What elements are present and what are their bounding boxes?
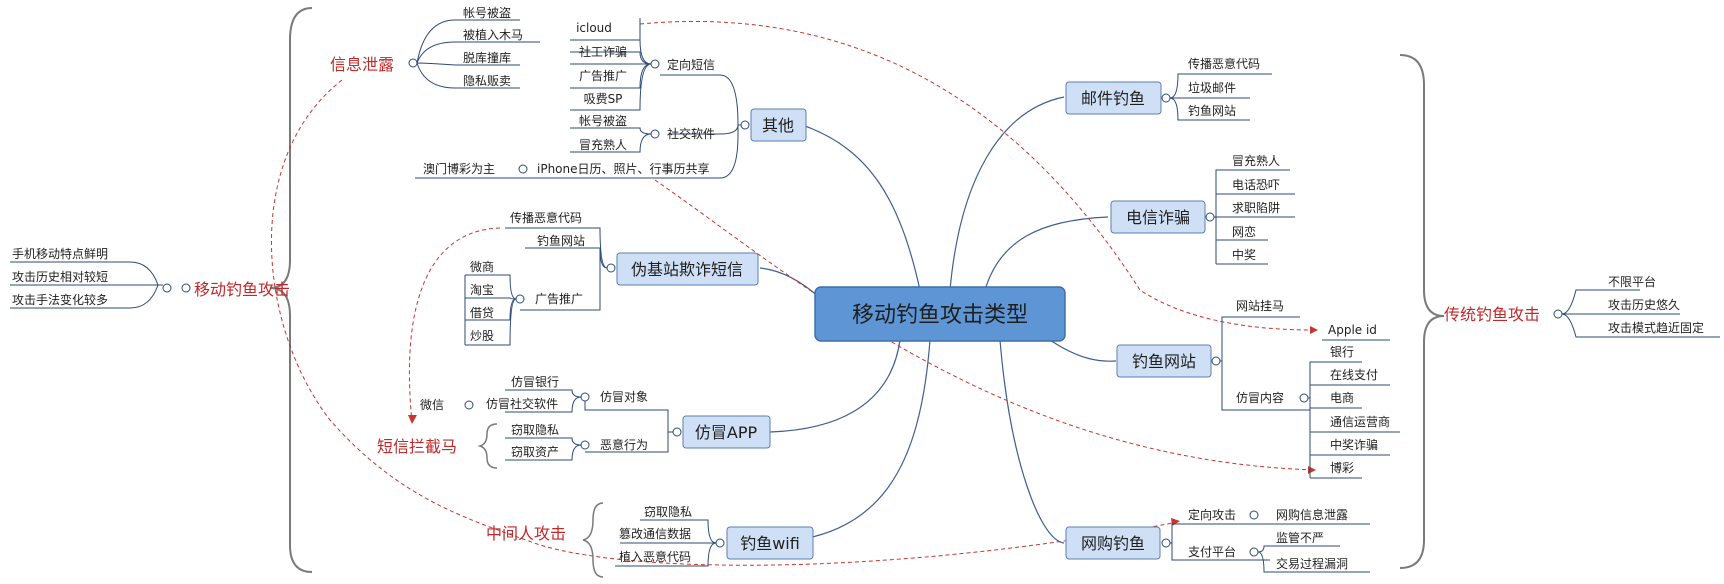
phish-fake-bank: 银行: [1330, 345, 1354, 359]
phish-site-label: 钓鱼网站: [1132, 352, 1196, 371]
telecom-group: 电信诈骗 冒充熟人 电话恐吓 求职陷阱 网恋 中奖: [1110, 153, 1295, 265]
telecom-node[interactable]: [1110, 200, 1206, 234]
wifi-label: 钓鱼wifi: [740, 534, 800, 553]
phish-fake-telecom: 通信运营商: [1330, 414, 1390, 429]
fake-target-bank: 仿冒银行: [511, 375, 559, 389]
email-node[interactable]: [1065, 81, 1162, 115]
sms-item-social-fraud: 社工诈骗: [579, 44, 627, 59]
phish-apple-id: Apple id: [1328, 323, 1377, 337]
wifi-item-inject: 植入恶意代码: [619, 549, 691, 564]
fake-station-item-2: 钓鱼网站: [537, 234, 585, 248]
traditional-item-3: 攻击模式趋近固定: [1608, 320, 1704, 335]
shopping-node[interactable]: [1065, 526, 1161, 560]
telecom-label: 电信诈骗: [1126, 208, 1190, 227]
phish-fake-prize: 中奖诈骗: [1330, 437, 1378, 452]
shopping-pay-item-2: 交易过程漏洞: [1276, 556, 1348, 571]
phish-fake-ecom: 电商: [1330, 390, 1354, 405]
fake-station-group: 伪基站欺诈短信 传播恶意代码 钓鱼网站 广告推广 微商 淘宝 借贷 炒股: [464, 210, 759, 346]
left-brace: [269, 7, 313, 573]
fake-app-node[interactable]: [682, 415, 771, 449]
sms-item-sp: 吸费SP: [584, 92, 623, 106]
shopping-group: 网购钓鱼 定向攻击 网购信息泄露 支付平台 监管不严 交易过程漏洞: [1065, 507, 1370, 573]
traditional-label[interactable]: 传统钓鱼攻击: [1444, 305, 1540, 324]
mobile-feature-1: 手机移动特点鲜明: [12, 246, 108, 261]
mobile-attack-label[interactable]: 移动钓鱼攻击: [194, 280, 290, 299]
iphone-label: iPhone日历、照片、行事历共享: [537, 161, 710, 176]
ad-item-taobao: 淘宝: [470, 283, 494, 297]
wifi-node[interactable]: [726, 526, 814, 560]
ad-item-loan: 借贷: [470, 306, 494, 320]
other-label: 其他: [762, 116, 794, 135]
shopping-directed: 定向攻击: [1188, 507, 1236, 522]
fake-target-label: 仿冒对象: [600, 390, 648, 404]
center-node[interactable]: [814, 286, 1066, 342]
fake-station-label: 伪基站欺诈短信: [631, 260, 743, 279]
fake-app-group: 仿冒APP 仿冒对象 仿冒银行 仿冒社交软件 微信 恶意行为 窃取隐私 窃取资产…: [377, 375, 771, 469]
telecom-item-1: 冒充熟人: [1232, 153, 1280, 168]
phish-hang: 网站挂马: [1236, 299, 1284, 313]
shopping-pay-item-1: 监管不严: [1276, 530, 1324, 545]
wifi-item-privacy: 窃取隐私: [644, 504, 692, 519]
wifi-group: 钓鱼wifi 窃取隐私 篡改通信数据 植入恶意代码 中间人攻击: [486, 502, 814, 578]
info-leak-label[interactable]: 信息泄露: [330, 55, 394, 74]
telecom-item-4: 网恋: [1232, 224, 1256, 239]
traditional-item-2: 攻击历史悠久: [1608, 297, 1680, 312]
phish-fake-label: 仿冒内容: [1236, 390, 1284, 405]
shopping-pay-label: 支付平台: [1188, 544, 1236, 559]
info-leak-group: 信息泄露 帐号被盗 被植入木马 脱库撞库 隐私贩卖: [330, 5, 540, 89]
shopping-leak: 网购信息泄露: [1276, 507, 1348, 522]
telecom-item-5: 中奖: [1232, 247, 1256, 262]
email-group: 邮件钓鱼 传播恶意代码 垃圾邮件 钓鱼网站: [1065, 56, 1272, 121]
wechat-label: 微信: [420, 398, 444, 412]
social-item-impersonate: 冒充熟人: [579, 137, 627, 152]
other-social-label: 社交软件: [667, 126, 715, 141]
social-item-account: 帐号被盗: [579, 113, 627, 128]
fake-station-item-1: 传播恶意代码: [510, 210, 582, 225]
other-group: 其他 定向短信 icloud 社工诈骗 广告推广 吸费SP 社交软件 帐号被盗 …: [415, 18, 807, 179]
ad-label: 广告推广: [535, 292, 583, 306]
wifi-item-tamper: 篡改通信数据: [619, 526, 691, 541]
center-label: 移动钓鱼攻击类型: [852, 303, 1028, 328]
email-item-1: 传播恶意代码: [1188, 56, 1260, 71]
malicious-label: 恶意行为: [600, 437, 648, 452]
fake-target-social: 仿冒社交软件: [486, 396, 558, 411]
ad-item-stock: 炒股: [470, 329, 494, 343]
right-brace: [1399, 54, 1445, 569]
sms-item-icloud: icloud: [576, 21, 612, 35]
info-leak-item-3: 脱库撞库: [463, 50, 511, 65]
mobile-feature-2: 攻击历史相对较短: [12, 269, 108, 284]
info-leak-item-4: 隐私贩卖: [463, 74, 511, 88]
mitm-label[interactable]: 中间人攻击: [486, 524, 566, 543]
mobile-feature-3: 攻击手法变化较多: [12, 292, 108, 307]
info-leak-item-2: 被植入木马: [463, 27, 523, 42]
phish-site-node[interactable]: [1116, 344, 1212, 378]
fake-station-node[interactable]: [616, 252, 759, 286]
email-item-2: 垃圾邮件: [1188, 80, 1236, 95]
email-label: 邮件钓鱼: [1081, 89, 1145, 108]
sms-intercept-label[interactable]: 短信拦截马: [377, 437, 457, 456]
fake-app-label: 仿冒APP: [695, 423, 758, 442]
traditional-group: 传统钓鱼攻击 不限平台 攻击历史悠久 攻击模式趋近固定: [1444, 274, 1720, 338]
central-branches: [759, 96, 1117, 544]
phish-fake-pay: 在线支付: [1330, 368, 1378, 382]
malicious-item-assets: 窃取资产: [511, 444, 559, 459]
ad-item-weshang: 微商: [470, 259, 494, 274]
telecom-item-3: 求职陷阱: [1232, 200, 1280, 215]
telecom-item-2: 电话恐吓: [1232, 178, 1280, 192]
other-sms-label: 定向短信: [667, 57, 715, 72]
sms-item-ads: 广告推广: [579, 69, 627, 83]
macau-label: 澳门博彩为主: [423, 161, 495, 176]
malicious-item-privacy: 窃取隐私: [511, 422, 559, 437]
shopping-label: 网购钓鱼: [1081, 534, 1145, 553]
email-item-3: 钓鱼网站: [1188, 104, 1236, 118]
info-leak-item-1: 帐号被盗: [463, 5, 511, 20]
traditional-item-1: 不限平台: [1608, 274, 1656, 289]
phish-fake-gambling: 博彩: [1330, 460, 1354, 475]
phish-site-group: 钓鱼网站 网站挂马 Apple id 仿冒内容 银行 在线支付 电商 通信运营商…: [1116, 299, 1400, 479]
mobile-attack-group: 手机移动特点鲜明 攻击历史相对较短 攻击手法变化较多 移动钓鱼攻击: [10, 246, 290, 309]
other-node[interactable]: [750, 108, 807, 142]
